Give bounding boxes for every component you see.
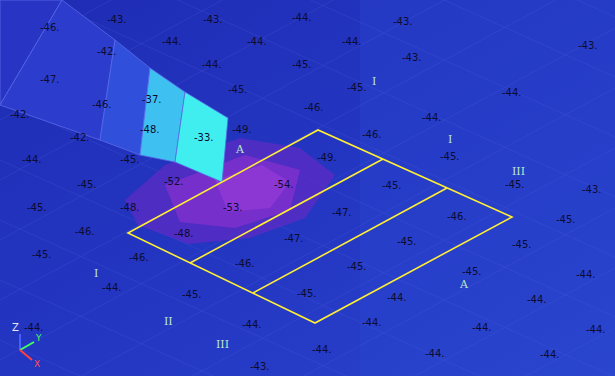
contour-value: -44. (586, 324, 606, 336)
contour-value: -44. (422, 112, 442, 124)
contour-value: -44. (342, 36, 362, 48)
contour-value: -44. (242, 319, 262, 331)
contour-value: -44. (292, 12, 312, 24)
contour-value: -45. (505, 179, 525, 191)
contour-value: -49. (317, 152, 337, 164)
contour-value: -44. (312, 344, 332, 356)
contour-value: -46. (129, 252, 149, 264)
contour-value: -43. (578, 40, 598, 52)
contour-value: -44. (540, 349, 560, 361)
section-label: II (164, 316, 173, 328)
contour-value: -44. (162, 36, 182, 48)
contour-value: -44. (102, 282, 122, 294)
contour-value: -45. (292, 59, 312, 71)
contour-value: -43. (393, 16, 413, 28)
contour-value: -44. (387, 292, 407, 304)
contour-value: -49. (232, 124, 252, 136)
contour-value: -54. (274, 179, 294, 191)
contour-value: -45. (440, 151, 460, 163)
contour-value: -44. (362, 317, 382, 329)
contour-value: -46. (235, 258, 255, 270)
contour-value: -45. (297, 288, 317, 300)
contour-value: -44. (24, 322, 44, 334)
contour-value: -45. (120, 154, 140, 166)
contour-value: -42. (10, 109, 30, 121)
contour-value: -48. (140, 124, 160, 136)
contour-value: -44. (247, 36, 267, 48)
contour-value: -46. (362, 129, 382, 141)
plate (0, 0, 228, 182)
contour-value: -42. (97, 46, 117, 58)
section-label: III (512, 166, 525, 178)
contour-value: -45. (27, 202, 47, 214)
contour-value: -43. (402, 52, 422, 64)
contour-value: -44. (425, 348, 445, 360)
axis-label: Y (36, 332, 42, 344)
contour-value: -45. (228, 84, 248, 96)
contour-value: -44. (527, 294, 547, 306)
contour-value: -46. (92, 99, 112, 111)
contour-value: -43. (250, 361, 270, 373)
contour-value: -37. (142, 94, 162, 106)
contour-value: -44. (502, 87, 522, 99)
section-label: A (460, 279, 468, 291)
contour-value: -45. (556, 214, 576, 226)
contour-value: -53. (223, 202, 243, 214)
contour-value: -47. (332, 207, 352, 219)
contour-value: -45. (182, 289, 202, 301)
contour-value: -45. (347, 82, 367, 94)
contour-value: -46. (447, 211, 467, 223)
load-patch (128, 130, 512, 323)
axis-label: X (34, 358, 40, 370)
contour-value: -43. (203, 14, 223, 26)
contour-value: -45. (462, 266, 482, 278)
contour-value: -46. (304, 102, 324, 114)
contour-value: -45. (32, 249, 52, 261)
contour-value: -45. (397, 236, 417, 248)
section-label: III (216, 339, 229, 351)
contour-value: -45. (512, 239, 532, 251)
axis-triad (20, 334, 34, 360)
contour-value: -44. (202, 59, 222, 71)
axis-label: Z (12, 322, 19, 334)
section-label: I (372, 76, 376, 88)
contour-value: -48. (174, 228, 194, 240)
section-label: I (448, 134, 452, 146)
contour-value: -44. (22, 154, 42, 166)
contour-value: -43. (582, 184, 602, 196)
section-label: I (94, 268, 98, 280)
contour-value: -42. (70, 132, 90, 144)
section-label: A (236, 144, 244, 156)
contour-value: -44. (576, 269, 596, 281)
contour-value: -44. (472, 322, 492, 334)
contour-value: -47. (40, 74, 60, 86)
contour-value: -33. (194, 132, 214, 144)
contour-value: -43. (107, 14, 127, 26)
contour-value: -52. (164, 176, 184, 188)
contour-value: -46. (75, 226, 95, 238)
contour-value: -46. (40, 22, 60, 34)
contour-value: -45. (77, 179, 97, 191)
contour-value: -45. (382, 180, 402, 192)
contour-value: -47. (284, 233, 304, 245)
contour-value: -45. (347, 261, 367, 273)
contour-value: -48. (120, 202, 140, 214)
